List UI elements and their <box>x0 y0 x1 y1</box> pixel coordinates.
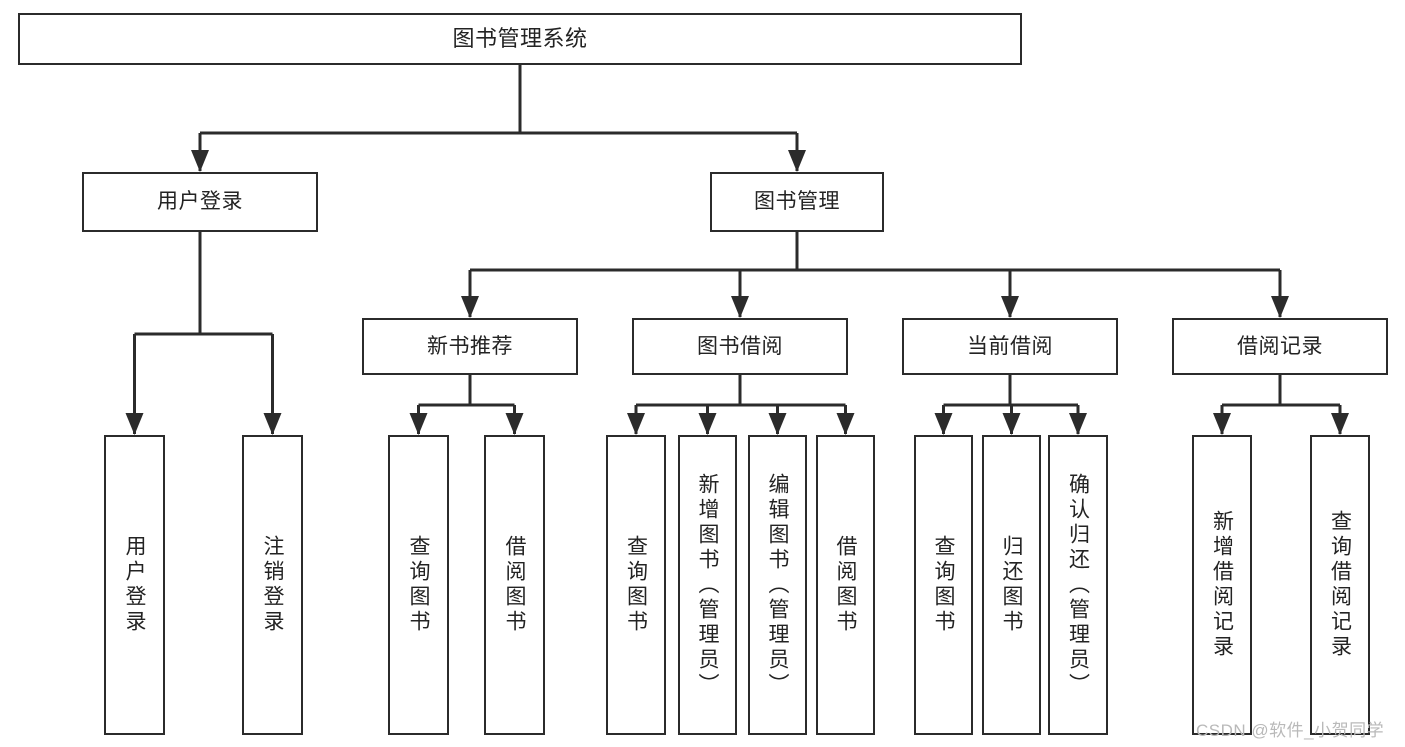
node-label: 新增借阅记录 <box>1210 510 1234 660</box>
node-leaf10[interactable]: 归还图书 <box>982 435 1041 735</box>
arrow-head-leaf10 <box>1002 413 1021 435</box>
arrow-head-leaf9 <box>934 413 953 435</box>
arrow-head-leaf4 <box>505 413 524 435</box>
node-label: 查询借阅记录 <box>1328 510 1352 660</box>
arrow-head-current <box>1001 296 1019 318</box>
arrow-head-leaf12 <box>1213 413 1231 435</box>
arrow-head-login <box>191 150 209 172</box>
node-leaf13[interactable]: 查询借阅记录 <box>1310 435 1370 735</box>
node-label: 确认归还（管理员） <box>1066 472 1090 698</box>
node-leaf11[interactable]: 确认归还（管理员） <box>1048 435 1108 735</box>
node-records[interactable]: 借阅记录 <box>1172 318 1388 375</box>
node-bookmgmt[interactable]: 图书管理 <box>710 172 884 232</box>
node-label: 图书借阅 <box>697 334 783 358</box>
node-leaf4[interactable]: 借阅图书 <box>484 435 545 735</box>
node-label: 注销登录 <box>261 535 285 635</box>
node-leaf3[interactable]: 查询图书 <box>388 435 449 735</box>
node-leaf12[interactable]: 新增借阅记录 <box>1192 435 1252 735</box>
node-leaf6[interactable]: 新增图书（管理员） <box>678 435 737 735</box>
node-borrow[interactable]: 图书借阅 <box>632 318 848 375</box>
arrow-head-leaf11 <box>1069 413 1087 435</box>
node-label: 编辑图书（管理员） <box>766 472 790 698</box>
node-label: 当前借阅 <box>967 334 1053 358</box>
arrow-head-records <box>1271 296 1289 318</box>
arrow-head-borrow <box>731 296 749 318</box>
node-newbooks[interactable]: 新书推荐 <box>362 318 578 375</box>
node-label: 查询图书 <box>932 535 956 635</box>
arrow-head-leaf6 <box>698 413 717 435</box>
node-label: 新书推荐 <box>427 334 513 358</box>
node-leaf2[interactable]: 注销登录 <box>242 435 303 735</box>
arrow-head-leaf3 <box>409 413 428 435</box>
node-leaf5[interactable]: 查询图书 <box>606 435 666 735</box>
arrow-head-leaf13 <box>1331 413 1349 435</box>
node-login[interactable]: 用户登录 <box>82 172 318 232</box>
arrow-head-newbooks <box>461 296 479 318</box>
arrow-head-leaf2 <box>263 413 282 435</box>
arrow-head-leaf5 <box>627 413 645 435</box>
node-root[interactable]: 图书管理系统 <box>18 13 1022 65</box>
node-label: 查询图书 <box>407 535 431 635</box>
node-label: 借阅记录 <box>1237 334 1323 358</box>
node-label: 查询图书 <box>624 535 648 635</box>
arrow-head-leaf7 <box>768 413 787 435</box>
node-leaf9[interactable]: 查询图书 <box>914 435 973 735</box>
arrow-head-leaf8 <box>836 413 855 435</box>
node-leaf8[interactable]: 借阅图书 <box>816 435 875 735</box>
node-label: 用户登录 <box>123 535 147 635</box>
arrow-head-bookmgmt <box>788 150 806 172</box>
node-label: 归还图书 <box>1000 535 1024 635</box>
node-label: 借阅图书 <box>503 535 527 635</box>
arrow-head-leaf1 <box>125 413 144 435</box>
node-label: 用户登录 <box>157 190 243 214</box>
node-label: 借阅图书 <box>834 535 858 635</box>
node-current[interactable]: 当前借阅 <box>902 318 1118 375</box>
node-leaf1[interactable]: 用户登录 <box>104 435 165 735</box>
node-label: 图书管理系统 <box>452 25 588 51</box>
node-leaf7[interactable]: 编辑图书（管理员） <box>748 435 807 735</box>
node-label: 新增图书（管理员） <box>696 472 720 698</box>
node-label: 图书管理 <box>754 190 840 214</box>
